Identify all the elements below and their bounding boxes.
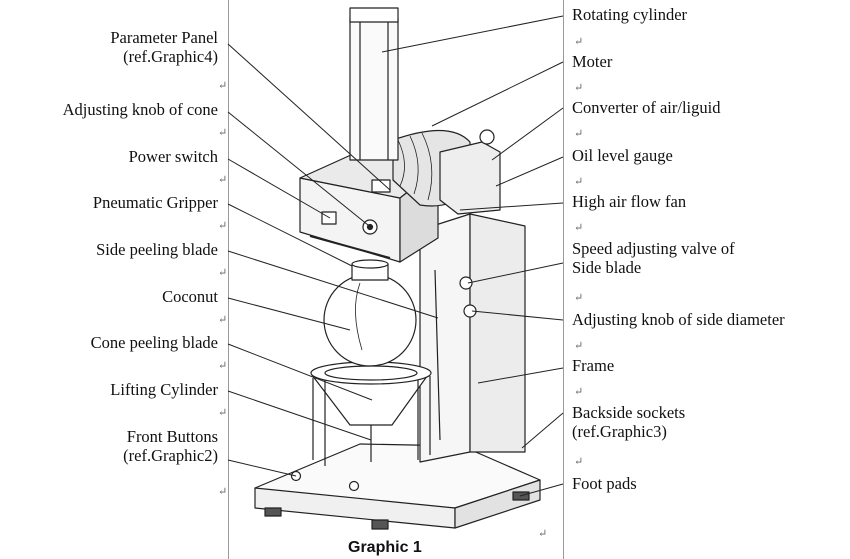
- label-lifting-cylinder: Lifting Cylinder: [110, 380, 218, 399]
- leader-adjusting-knob-cone: [227, 111, 369, 226]
- figure-caption: Graphic 1: [348, 539, 422, 556]
- converter: [439, 141, 501, 215]
- label-front-buttons: Front Buttons (ref.Graphic2): [123, 427, 218, 465]
- leader-adjusting-knob-side-diameter: [471, 310, 564, 321]
- paragraph-mark: ↵: [574, 386, 584, 398]
- label-frame: Frame: [572, 356, 615, 375]
- label-rotating-cylinder: Rotating cylinder: [572, 5, 688, 24]
- right-column-border: [563, 0, 564, 559]
- paragraph-mark: ↵: [218, 267, 228, 279]
- paragraph-mark: ↵: [218, 220, 228, 232]
- frame-side: [469, 213, 526, 453]
- paragraph-mark: ↵: [218, 174, 228, 186]
- foot-pad-left: [264, 507, 282, 517]
- label-pneumatic-gripper: Pneumatic Gripper: [92, 193, 218, 212]
- frame-front: [419, 213, 471, 463]
- label-parameter-panel: Parameter Panel (ref.Graphic4): [110, 28, 218, 66]
- label-cone-peeling-blade: Cone peeling blade: [90, 333, 218, 352]
- label-side-peeling-blade: Side peeling blade: [96, 240, 218, 259]
- rotating-cylinder: [349, 17, 399, 161]
- paragraph-mark: ↵: [538, 528, 548, 540]
- leader-oil-level-gauge: [495, 156, 564, 187]
- label-converter-air-liquid: Converter of air/liguid: [572, 98, 721, 117]
- paragraph-mark: ↵: [574, 340, 584, 352]
- label-adjusting-knob-cone: Adjusting knob of cone: [62, 100, 218, 119]
- leader-foot-pads: [519, 483, 564, 497]
- coconut-shape: [323, 273, 417, 367]
- leader-backside-sockets: [521, 412, 564, 449]
- leader-parameter-panel: [227, 43, 391, 191]
- leader-frame: [477, 367, 564, 384]
- paragraph-mark: ↵: [574, 128, 584, 140]
- paragraph-mark: ↵: [574, 292, 584, 304]
- label-oil-level-gauge: Oil level gauge: [572, 146, 673, 165]
- leader-power-switch: [227, 158, 331, 219]
- label-foot-pads: Foot pads: [572, 474, 637, 493]
- paragraph-mark: ↵: [218, 486, 228, 498]
- power-switch-box: [321, 211, 337, 225]
- paragraph-mark: ↵: [574, 176, 584, 188]
- foot-pad-front: [371, 519, 389, 530]
- label-adjusting-knob-side-diameter: Adjusting knob of side diameter: [572, 310, 785, 329]
- label-backside-sockets: Backside sockets (ref.Graphic3): [572, 403, 686, 441]
- leader-front-buttons: [227, 459, 297, 477]
- leader-pneumatic-gripper: [227, 203, 353, 267]
- label-coconut: Coconut: [162, 287, 218, 306]
- speed-valve-knob: [459, 276, 473, 290]
- paragraph-mark: ↵: [218, 360, 228, 372]
- paragraph-mark: ↵: [574, 36, 584, 48]
- front-button-2: [348, 480, 360, 492]
- left-column-border: [228, 0, 229, 559]
- label-power-switch: Power switch: [128, 147, 218, 166]
- paragraph-mark: ↵: [574, 222, 584, 234]
- parameter-panel-display: [371, 179, 391, 193]
- label-speed-adjusting-valve: Speed adjusting valve of Side blade: [572, 239, 735, 277]
- leader-lifting-cylinder: [227, 390, 372, 441]
- paragraph-mark: ↵: [218, 407, 228, 419]
- paragraph-mark: ↵: [218, 127, 228, 139]
- paragraph-mark: ↵: [574, 82, 584, 94]
- leader-cone-peeling-blade: [227, 343, 373, 401]
- leader-moter: [431, 61, 564, 127]
- label-high-air-flow-fan: High air flow fan: [572, 192, 687, 211]
- leader-rotating-cylinder: [381, 15, 564, 53]
- leader-converter-air-liquid: [491, 107, 564, 161]
- paragraph-mark: ↵: [574, 456, 584, 468]
- leader-speed-adjusting-valve: [467, 262, 564, 284]
- paragraph-mark: ↵: [218, 80, 228, 92]
- label-moter: Moter: [572, 52, 613, 71]
- leader-coconut: [227, 297, 351, 331]
- leader-side-peeling-blade: [227, 250, 439, 319]
- paragraph-mark: ↵: [218, 314, 228, 326]
- leader-high-air-flow-fan: [459, 202, 564, 211]
